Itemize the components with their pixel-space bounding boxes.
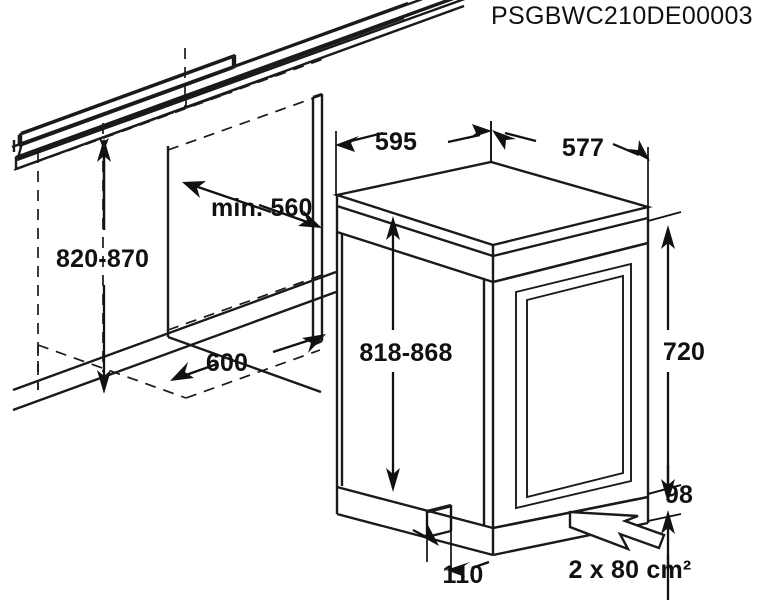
dimension-label-niche-depth-min: min. 560 <box>211 194 313 222</box>
dimension-niche-width <box>170 334 326 381</box>
cabinet-niche-opening <box>166 92 324 394</box>
dimension-label-appliance-width: 595 <box>375 128 417 156</box>
dimension-label-appliance-depth: 577 <box>562 134 604 162</box>
door-inset-frame <box>515 262 632 510</box>
appliance-top-face <box>332 160 653 247</box>
dimension-niche-height <box>97 138 111 394</box>
dimension-label-door-height: 720 <box>663 338 705 366</box>
appliance-top-edge-band <box>335 195 650 258</box>
floor-line <box>12 270 337 412</box>
dimension-appliance-depth <box>490 121 650 208</box>
dimension-label-niche-width: 600 <box>206 349 248 377</box>
worktop-slab-upper <box>19 53 237 147</box>
dimension-label-ventilation-area: 2 x 80 cm² <box>569 556 692 584</box>
airflow-arrow-icon <box>568 510 666 552</box>
plinth-recess <box>427 504 453 514</box>
drawing-title: PSGBWC210DE00003 <box>491 2 753 30</box>
dimension-label-appliance-height: 818-868 <box>359 339 452 367</box>
dimension-label-plinth-height: 98 <box>665 481 693 509</box>
dimension-appliance-height <box>386 216 400 492</box>
appliance-left-side-face <box>335 232 494 530</box>
hidden-construction-lines <box>13 48 327 399</box>
dimension-niche-depth-min <box>182 181 322 228</box>
dimension-label-plinth-depth: 110 <box>443 561 484 589</box>
dimension-plinth-depth <box>412 506 490 577</box>
dimension-label-niche-height: 820-870 <box>56 245 149 273</box>
